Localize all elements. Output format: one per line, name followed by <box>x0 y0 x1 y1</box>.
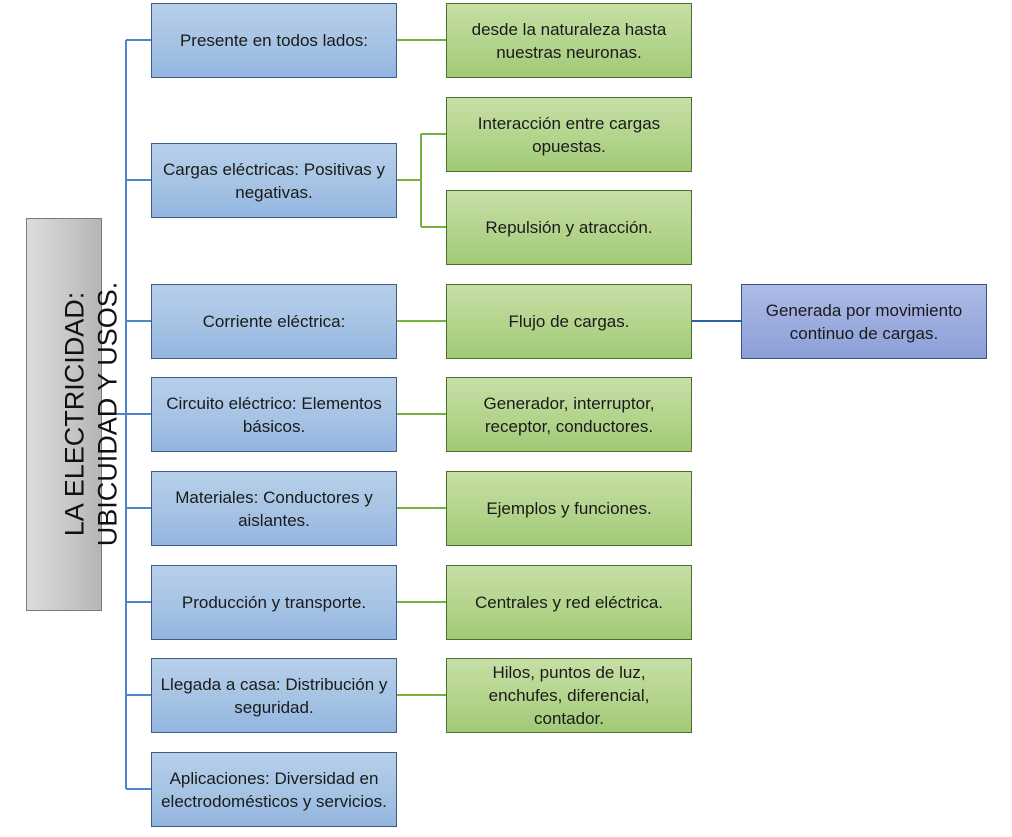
detail-node-generador: Generador, interruptor, receptor, conduc… <box>446 377 692 452</box>
topic-node-materiales: Materiales: Conductores y aislantes. <box>151 471 397 546</box>
detail-node-naturaleza: desde la naturaleza hasta nuestras neuro… <box>446 3 692 78</box>
sub-detail-node-generada: Generada por movimiento continuo de carg… <box>741 284 987 359</box>
topic-node-cargas: Cargas eléctricas: Positivas y negativas… <box>151 143 397 218</box>
topic-node-corriente: Corriente eléctrica: <box>151 284 397 359</box>
topic-node-presente: Presente en todos lados: <box>151 3 397 78</box>
detail-node-repulsion: Repulsión y atracción. <box>446 190 692 265</box>
detail-node-interaccion: Interacción entre cargas opuestas. <box>446 97 692 172</box>
detail-node-hilos: Hilos, puntos de luz, enchufes, diferenc… <box>446 658 692 733</box>
detail-node-ejemplos: Ejemplos y funciones. <box>446 471 692 546</box>
topic-node-produccion: Producción y transporte. <box>151 565 397 640</box>
topic-node-llegada: Llegada a casa: Distribución y seguridad… <box>151 658 397 733</box>
topic-node-circuito: Circuito eléctrico: Elementos básicos. <box>151 377 397 452</box>
detail-node-flujo: Flujo de cargas. <box>446 284 692 359</box>
root-node: LA ELECTRICIDAD: UBICUIDAD Y USOS. <box>26 218 123 611</box>
detail-node-centrales: Centrales y red eléctrica. <box>446 565 692 640</box>
topic-node-aplicaciones: Aplicaciones: Diversidad en electrodomés… <box>151 752 397 827</box>
root-title: LA ELECTRICIDAD: UBICUIDAD Y USOS. <box>59 281 123 547</box>
